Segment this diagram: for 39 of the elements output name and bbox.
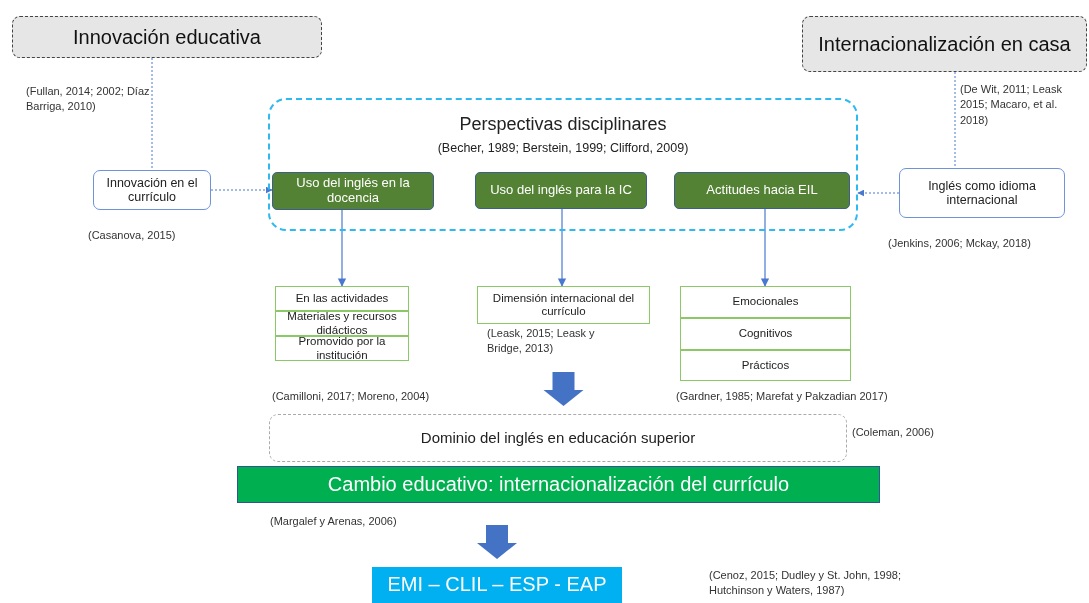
topic-box: Dominio del inglés en educación superior	[269, 414, 847, 462]
arrow	[760, 208, 770, 287]
concept-box: Inglés como idioma internacional	[899, 168, 1065, 218]
item-box: Prácticos	[680, 350, 851, 381]
citation: (Becher, 1989; Berstein, 1999; Clifford, 2009)	[437, 140, 689, 156]
arrow	[210, 186, 273, 194]
citation: (Margalef y Arenas, 2006)	[270, 514, 398, 529]
connector-line	[151, 57, 153, 171]
item-box: Cognitivos	[680, 318, 851, 350]
item-box: Dimensión internacional del currículo	[477, 286, 650, 324]
citation: (Leask, 2015; Leask y Bridge, 2013)	[487, 326, 596, 357]
citation: (Casanova, 2015)	[88, 228, 177, 243]
arrow	[557, 208, 567, 287]
item-box: Emocionales	[680, 286, 851, 318]
arrow	[857, 189, 900, 197]
item-box: En las actividades	[275, 286, 409, 311]
category-box: Uso del inglés para la IC	[475, 172, 647, 209]
banner-box: Cambio educativo: internacionalización del currículo	[237, 466, 880, 503]
citation: (Jenkins, 2006; Mckay, 2018)	[888, 236, 1032, 251]
category-box: Uso del inglés en la docencia	[272, 172, 434, 210]
item-box: Materiales y recursos didácticos	[275, 311, 409, 336]
category-box: Actitudes hacia EIL	[674, 172, 850, 209]
topic-box: Innovación educativa	[12, 16, 322, 58]
group-title: Perspectivas disciplinares	[459, 114, 667, 135]
citation: (Coleman, 2006)	[852, 425, 935, 440]
concept-box: Innovación en el currículo	[93, 170, 211, 210]
connector-line	[954, 71, 956, 169]
block-arrow	[543, 372, 584, 406]
arrow	[337, 209, 347, 287]
citation: (Fullan, 2014; 2002; Díaz Barriga, 2010)	[26, 84, 151, 115]
citation: (De Wit, 2011; Leask 2015; Macaro, et al. 2018)	[960, 82, 1063, 128]
topic-box: Internacionalización en casa	[802, 16, 1087, 72]
citation: (Gardner, 1985; Marefat y Pakzadian 2017)	[676, 389, 889, 404]
item-box: Promovido por la institución	[275, 336, 409, 361]
group-container	[268, 98, 858, 231]
citation: (Camilloni, 2017; Moreno, 2004)	[272, 389, 431, 404]
result-box: EMI – CLIL – ESP - EAP	[372, 567, 622, 603]
block-arrow	[477, 525, 517, 559]
citation: (Cenoz, 2015; Dudley y St. John, 1998; Hutchinson y Waters, 1987)	[709, 568, 902, 599]
